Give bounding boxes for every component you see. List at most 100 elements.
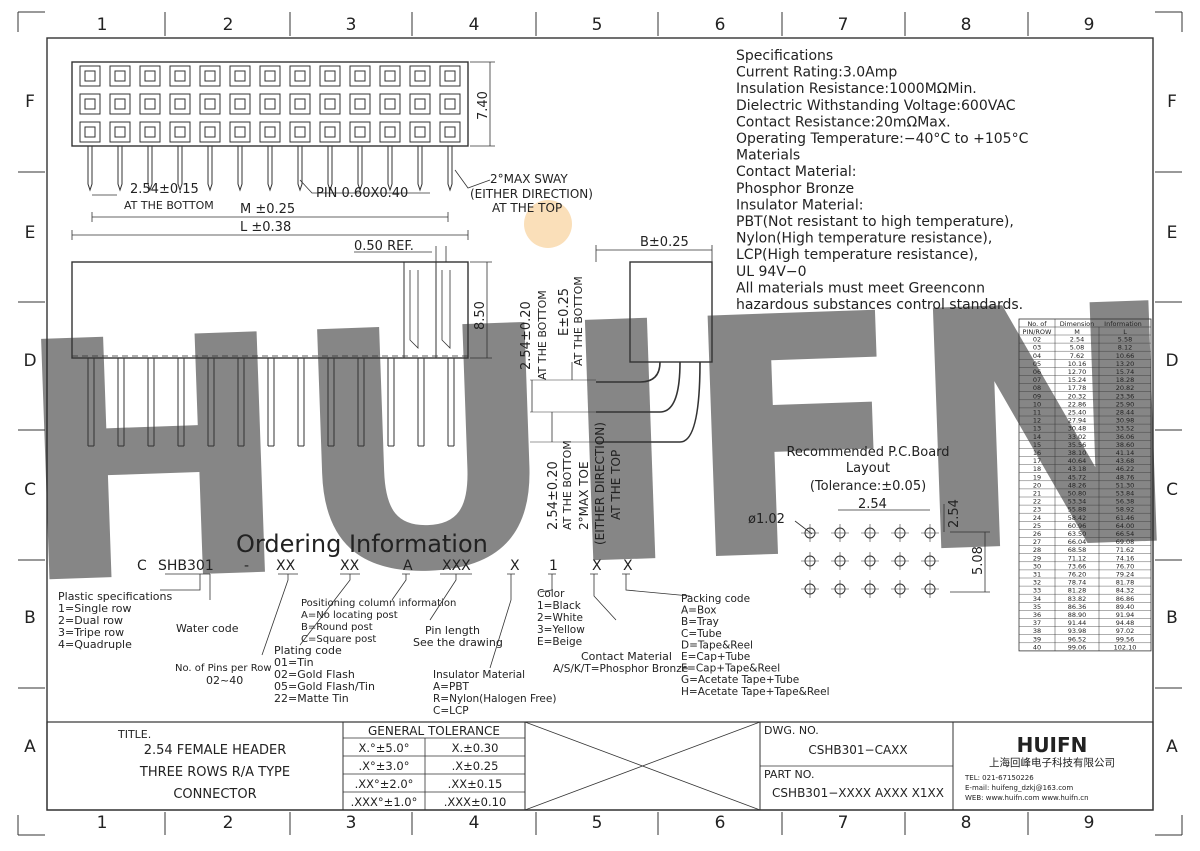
socket-cell-inner (114, 70, 126, 82)
dim-table-cell: 73.66 (1068, 562, 1087, 570)
dim-sway-3: AT THE TOP (492, 201, 562, 215)
dim-table-cell: 64.00 (1116, 522, 1135, 530)
pcb-hole-center (831, 524, 849, 542)
ordering-code-part: X (592, 558, 602, 574)
grid-col-label: 1 (97, 15, 108, 35)
pin (237, 146, 243, 192)
grid-col-label: 3 (346, 813, 357, 833)
dwg-label: DWG. NO. (764, 724, 819, 737)
pin (417, 358, 425, 447)
socket-cell (289, 93, 311, 115)
pcb-tolerance: (Tolerance:±0.05) (810, 479, 926, 494)
dim-table-cell: 26 (1033, 530, 1041, 538)
pcb-title-2: Layout (846, 461, 890, 476)
grid-col-label: 6 (715, 813, 726, 833)
socket-cell (379, 65, 401, 87)
spec-line: UL 94V−0 (736, 264, 807, 280)
dim-table-cell: 21 (1033, 490, 1041, 498)
spec-line: hazardous substances control standards. (736, 297, 1023, 313)
title-line: THREE ROWS R/A TYPE (139, 765, 290, 780)
dim-table-cell: 07 (1033, 376, 1041, 384)
socket-cell (139, 93, 161, 115)
pcb-row-span: 5.08 (971, 546, 986, 575)
dim-table-cell: 25.40 (1068, 409, 1087, 417)
grid-col-label: 7 (838, 15, 849, 35)
grid-col-label: 7 (838, 813, 849, 833)
socket-cell-inner (354, 98, 366, 110)
dim-table-cell: 10 (1033, 400, 1041, 408)
socket-cell (319, 93, 341, 115)
socket-cell (169, 65, 191, 87)
grid-col-label: 9 (1084, 813, 1095, 833)
dim-table-cell: 53.34 (1068, 498, 1087, 506)
spec-line: Specifications (736, 48, 833, 64)
tolerance-angle: .XX°±2.0° (355, 777, 414, 791)
socket-cell (319, 121, 341, 143)
dim-table-cell: 37 (1033, 619, 1041, 627)
socket-cell-inner (324, 70, 336, 82)
ordering-pinlen-line: See the drawing (413, 636, 503, 649)
dim-table-cell: 12 (1033, 417, 1041, 425)
dim-pitch: 2.54±0.15 (130, 182, 199, 197)
socket-cell-inner (84, 70, 96, 82)
dim-table-sub: L (1123, 328, 1127, 336)
socket-cell (109, 65, 131, 87)
socket-cell-inner (324, 98, 336, 110)
socket-cell (259, 93, 281, 115)
ordering-code-part: X (510, 558, 520, 574)
dim-table-cell: 30 (1033, 562, 1041, 570)
pin (417, 146, 423, 192)
ordering-leader (489, 573, 515, 669)
dim-table-cell: 25.90 (1116, 400, 1135, 408)
dim-table-cell: 46.22 (1116, 465, 1135, 473)
socket-cell (139, 121, 161, 143)
dim-b: B±0.25 (640, 235, 689, 250)
ordering-leader (622, 573, 691, 597)
dim-table-cell: 24 (1033, 514, 1041, 522)
dim-table-sub: PIN/ROW (1023, 328, 1053, 336)
grid-row-label: F (1167, 92, 1177, 112)
ordering-code-part: 1 (549, 558, 558, 574)
grid-col-label: 8 (961, 15, 972, 35)
dim-table-cell: 18 (1033, 465, 1041, 473)
ordering-water: Water code (176, 622, 239, 635)
socket-cell-inner (144, 70, 156, 82)
dim-table-cell: 56.38 (1116, 498, 1135, 506)
dim-table-cell: 17 (1033, 457, 1041, 465)
pcb-hole-center (861, 552, 879, 570)
dim-table-cell: 43.68 (1116, 457, 1135, 465)
ordering-insulator-line: Insulator Material (433, 669, 525, 681)
pin (447, 358, 455, 447)
socket-cell-inner (234, 98, 246, 110)
dim-table-cell: 35.56 (1068, 441, 1087, 449)
title-label: TITLE. (117, 728, 151, 741)
dim-table-cell: 14 (1033, 433, 1041, 441)
dim-table-cell: 66.04 (1068, 538, 1087, 546)
ordering-packing-line: C=Tube (681, 628, 722, 640)
dim-table-cell: 15 (1033, 441, 1041, 449)
ordering-contact-line: Contact Material (581, 650, 672, 663)
pin (327, 146, 333, 192)
tolerance-header: GENERAL TOLERANCE (368, 724, 500, 738)
dim-table-cell: 03 (1033, 344, 1041, 352)
socket-cell (109, 121, 131, 143)
spec-line: Current Rating:3.0Amp (736, 65, 897, 81)
dim-table-cell: 99.06 (1068, 643, 1087, 651)
ordering-insulator-line: A=PBT (433, 681, 470, 693)
ordering-color-line: 2=White (537, 612, 583, 624)
pin (207, 146, 213, 192)
dim-table-cell: 33.02 (1068, 433, 1087, 441)
tolerance-angle: X.°±5.0° (359, 741, 410, 755)
ordering-plastic-line: 1=Single row (58, 602, 132, 615)
socket-cell-inner (204, 70, 216, 82)
dim-table-cell: 86.86 (1116, 595, 1135, 603)
dim-table-cell: 34 (1033, 595, 1041, 603)
dim-table-cell: 17.78 (1068, 384, 1087, 392)
dim-table-cell: 02 (1033, 336, 1041, 344)
dim-toe-dir: (EITHER DIRECTION) (593, 422, 607, 545)
socket-cell-inner (444, 98, 456, 110)
socket-cell-inner (114, 126, 126, 138)
grid-col-label: 9 (1084, 15, 1095, 35)
